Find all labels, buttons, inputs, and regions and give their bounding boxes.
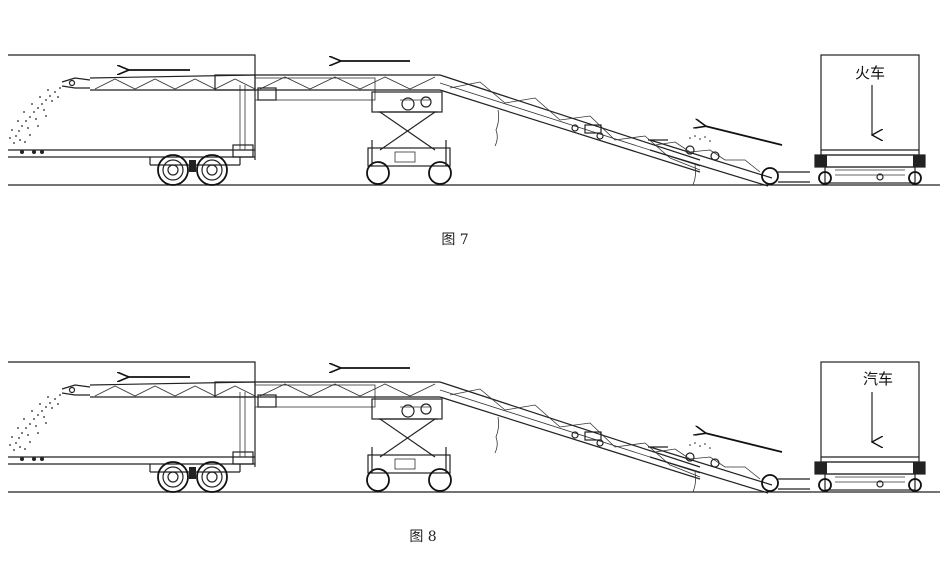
figure-7-caption: 图 7 [441,232,468,248]
figure-8: 汽车 图 8 [8,362,940,545]
figure-7: 火车 图 7 [8,55,940,248]
figure-8-scene [8,362,940,493]
figure-7-scene [8,55,940,186]
figure-8-vehicle-label: 汽车 [863,370,893,388]
figure-7-vehicle-label: 火车 [855,64,885,82]
figure-8-caption: 图 8 [409,529,436,545]
